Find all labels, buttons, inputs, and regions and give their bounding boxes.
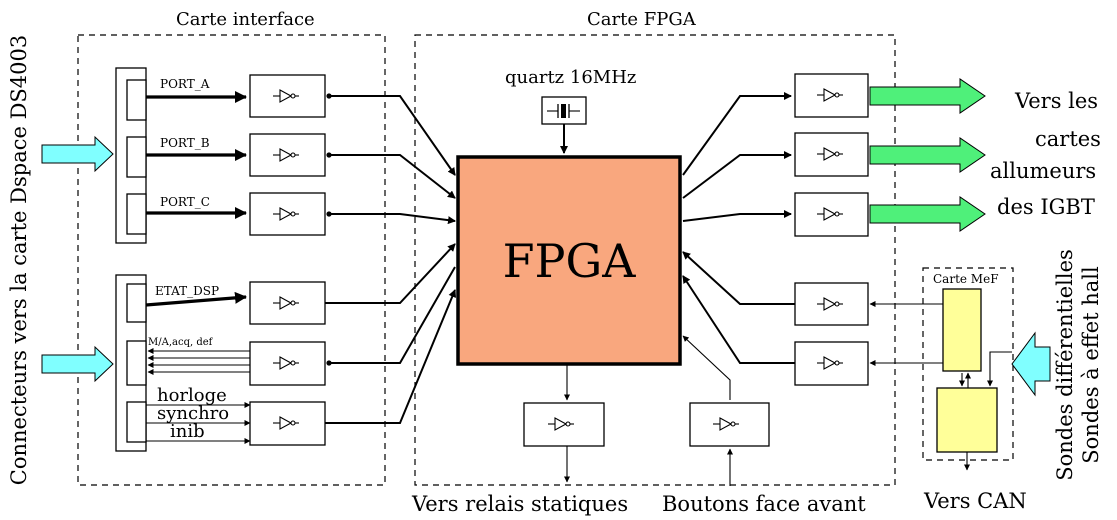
fpga-card-title: Carte FPGA <box>587 9 697 30</box>
sondes-effet-hall-label: Sondes à effet hall <box>1079 266 1103 464</box>
mef-card-title: Carte MeF <box>933 272 999 286</box>
left-connectors-label: Connecteurs vers la carte Dspace DS4003 <box>7 35 31 486</box>
igbt-text-line-2: cartes <box>1035 127 1101 151</box>
igbt-text-line-4: des IGBT <box>997 195 1095 219</box>
inib-label: inib <box>170 421 205 442</box>
quartz-label: quartz 16MHz <box>505 67 636 88</box>
mef-block-bottom <box>936 387 998 453</box>
port-b-label: PORT_B <box>160 136 210 150</box>
fpga-label: FPGA <box>503 234 637 288</box>
mef-card-outline <box>922 267 1014 461</box>
buffer-etat-dsp <box>249 281 326 325</box>
buffer-port-b <box>249 133 326 177</box>
sondes-differentielles-label: Sondes différentielles <box>1053 249 1077 481</box>
quartz-crystal <box>541 96 587 125</box>
port-c-label: PORT_C <box>160 195 210 209</box>
etat-dsp-label: ETAT_DSP <box>155 284 219 298</box>
buffer-port-a <box>249 74 326 118</box>
igbt-text-line-1: Vers les <box>1014 89 1098 113</box>
synchro-label: synchro <box>157 403 229 424</box>
mef-block-top <box>942 288 982 372</box>
buffer-igbt-3 <box>794 192 869 237</box>
buffer-port-c <box>249 192 326 236</box>
buffer-clock <box>249 401 326 446</box>
buffer-ma-acq-def <box>249 341 326 386</box>
fpga-block <box>456 155 682 366</box>
dspace-input-arrow-bottom <box>41 345 114 383</box>
etat-dsp-arrow <box>145 291 247 307</box>
vers-can-label: Vers CAN <box>923 489 1027 513</box>
fpga-card-outline <box>414 34 896 486</box>
port-a-label: PORT_A <box>160 77 210 91</box>
buffer-boutons <box>689 402 770 447</box>
interface-card-title: Carte interface <box>176 9 315 30</box>
sensor-input-arrow <box>1011 331 1051 397</box>
interface-card-outline <box>77 34 386 486</box>
igbt-output-arrow-3 <box>869 196 986 232</box>
vers-relais-label: Vers relais statiques <box>411 492 628 516</box>
buffer-sensor-1 <box>794 282 869 326</box>
connector-group-1 <box>115 67 147 244</box>
boutons-label: Boutons face avant <box>662 492 866 516</box>
buffer-relais <box>523 402 605 447</box>
ma-acq-def-label: M/A,acq, def <box>148 337 214 348</box>
horloge-label: horloge <box>157 385 227 406</box>
buffer-igbt-2 <box>794 132 869 177</box>
igbt-output-arrow-1 <box>869 78 986 114</box>
buffer-igbt-1 <box>794 73 869 118</box>
igbt-output-arrow-2 <box>869 137 986 173</box>
buffer-sensor-2 <box>794 341 869 386</box>
dspace-input-arrow-top <box>41 135 114 173</box>
igbt-text-line-3: allumeurs <box>990 159 1096 183</box>
connector-group-2 <box>115 274 147 452</box>
left-fpga-wires <box>325 93 457 424</box>
right-fpga-wires <box>682 92 795 364</box>
